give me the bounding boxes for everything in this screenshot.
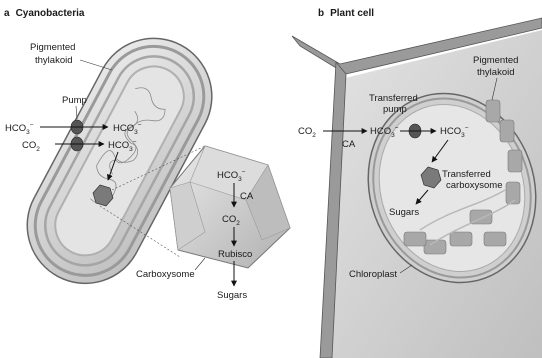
carboxysome-label: Carboxysome xyxy=(136,269,195,280)
pigmented-thylakoid-label-b1: Pigmented xyxy=(473,55,518,66)
sugars-label-b: Sugars xyxy=(389,207,419,218)
panel-a-letter: a xyxy=(4,8,10,19)
co2-outside-label: CO2 xyxy=(22,140,40,153)
panel-b-title: Plant cell xyxy=(330,8,374,19)
hco3-label-b2: HCO3− xyxy=(440,125,469,139)
rubisco-label: Rubisco xyxy=(218,249,252,260)
hco3-outside-label: HCO3− xyxy=(5,122,34,136)
pointer-carboxysome xyxy=(195,258,205,270)
panel-b-letter: b xyxy=(318,8,324,19)
pump-label: Pump xyxy=(62,95,87,106)
ca-label-b: CA xyxy=(342,139,356,150)
transferred-carboxysome-label-1: Transferred xyxy=(442,169,491,180)
hco3-inside-label: HCO3− xyxy=(113,122,142,136)
hco3-carboxysome-label: HCO3− xyxy=(217,169,246,183)
transferred-pump-label-1: Transferred xyxy=(369,93,418,104)
pigmented-thylakoid-label-a2: thylakoid xyxy=(35,55,73,66)
co2-label-b: CO2 xyxy=(298,126,316,139)
pigmented-thylakoid-label-b2: thylakoid xyxy=(477,67,515,78)
transferred-pump-label-2: pump xyxy=(383,104,407,115)
chloroplast-label: Chloroplast xyxy=(349,269,397,280)
hco3-converted-label: HCO3− xyxy=(108,139,137,153)
panel-a-title: Cyanobacteria xyxy=(16,8,85,19)
panel-b: b Plant cell xyxy=(292,8,542,358)
ca-label-a: CA xyxy=(240,191,254,202)
hco3-label-b1: HCO3− xyxy=(370,125,399,139)
sugars-label-a: Sugars xyxy=(217,290,247,301)
transferred-carboxysome-label-2: carboxysome xyxy=(446,180,503,191)
pigmented-thylakoid-label-a1: Pigmented xyxy=(30,42,75,53)
